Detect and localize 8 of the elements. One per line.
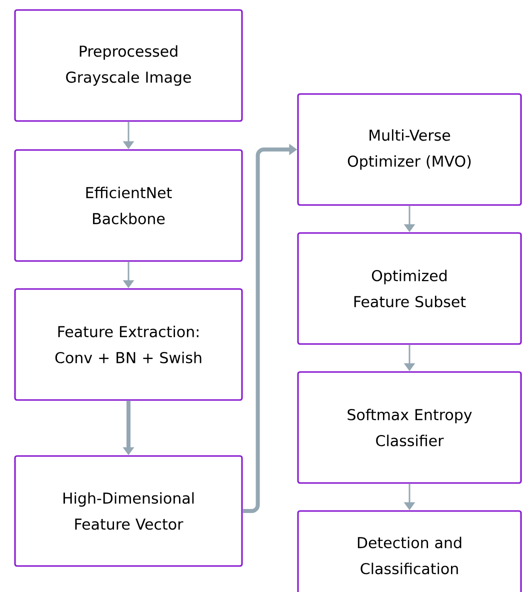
process-box: Detection and Classification bbox=[297, 510, 522, 592]
process-box: EfficientNet Backbone bbox=[14, 149, 243, 262]
process-box: Feature Extraction: Conv + BN + Swish bbox=[14, 288, 243, 401]
process-box: Softmax Entropy Classifier bbox=[297, 371, 522, 484]
process-box: High-Dimensional Feature Vector bbox=[14, 455, 243, 567]
process-box: Preprocessed Grayscale Image bbox=[14, 9, 243, 122]
process-box: Optimized Feature Subset bbox=[297, 232, 522, 345]
process-box: Multi-Verse Optimizer (MVO) bbox=[297, 93, 522, 206]
